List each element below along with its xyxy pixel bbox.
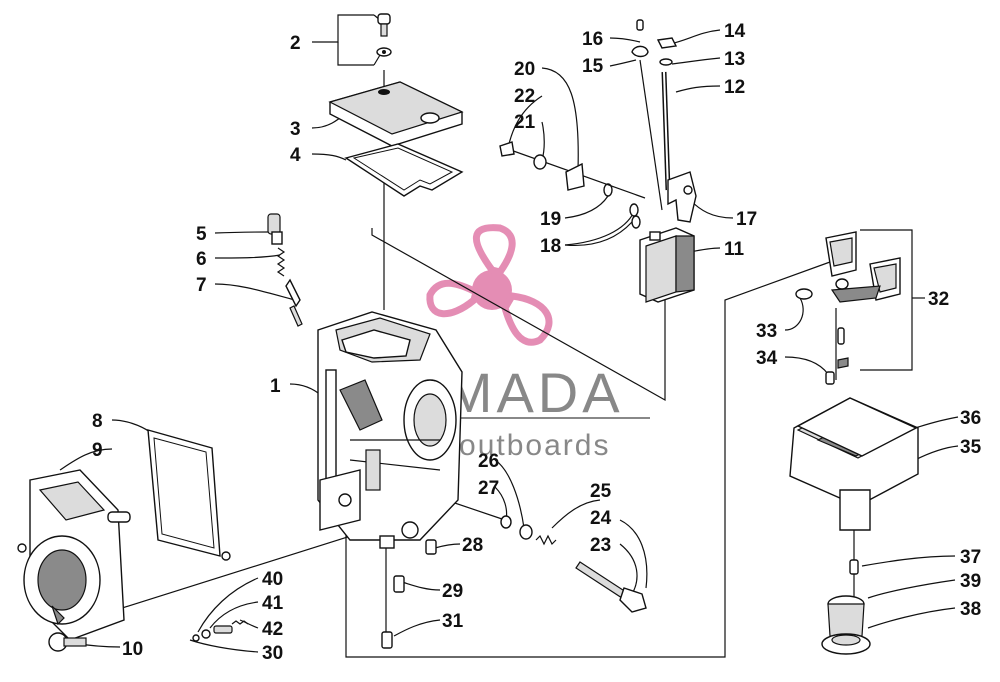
callout-label: 31 (442, 611, 464, 632)
part-23-27-jet-assembly (500, 515, 647, 613)
callout-label: 11 (724, 239, 745, 260)
callout-label: 3 (290, 119, 301, 140)
callout-label: 41 (262, 593, 284, 614)
callout-label: 2 (290, 33, 301, 54)
callout-label: 13 (724, 49, 745, 70)
part-20-21-22-shaft-lever (499, 141, 646, 199)
part-11-throttle-slide (639, 227, 695, 303)
propeller-blade-icon (501, 292, 553, 346)
callout-label: 10 (122, 639, 143, 660)
propeller-blade-icon (473, 224, 516, 276)
callout-label: 23 (590, 535, 611, 556)
callout-label: 25 (590, 481, 612, 502)
callout-label: 27 (478, 478, 499, 499)
part-17-link-bracket (667, 171, 697, 223)
callout-label: 39 (960, 571, 981, 592)
part-38-39-bowl-plug (821, 595, 871, 655)
part-18-19-bushings (603, 183, 641, 229)
callout-label: 29 (442, 581, 463, 602)
leader-lines (59, 14, 959, 658)
propeller-hub-icon (472, 270, 512, 310)
part-28-29-31-bolts (381, 539, 437, 649)
part-10-screw (48, 632, 87, 652)
callout-label: 20 (514, 59, 535, 80)
part-30-40-41-42-small-parts (192, 620, 249, 642)
part-8-gasket (147, 429, 231, 561)
part-12-jet-needle (661, 71, 671, 191)
part-32-float-assembly (825, 231, 901, 345)
callout-label: 17 (736, 209, 757, 230)
callout-label: 16 (582, 29, 603, 50)
callout-label: 19 (540, 209, 561, 230)
callout-label: 6 (196, 249, 207, 270)
part-4-gasket (344, 143, 464, 197)
callout-label: 4 (290, 145, 301, 166)
callout-label: 9 (92, 440, 103, 461)
callout-label: 26 (478, 451, 499, 472)
callout-label: 15 (582, 56, 604, 77)
callout-label: 36 (960, 408, 981, 429)
part-33-34-oring-screw (795, 288, 849, 385)
callout-label: 7 (196, 275, 207, 296)
callout-label: 33 (756, 321, 777, 342)
part-37-drain-screw (849, 559, 859, 575)
part-2-screw-washer (376, 13, 392, 57)
part-1-carburetor-body (317, 311, 463, 549)
part-15-16-link-screw (631, 19, 663, 211)
callout-label: 34 (756, 348, 778, 369)
callout-label: 37 (960, 547, 981, 568)
callout-label: 21 (514, 112, 536, 133)
callout-label: 24 (590, 508, 612, 529)
callout-label: 40 (262, 569, 283, 590)
callout-label: 12 (724, 77, 745, 98)
propeller-blade-icon (426, 279, 481, 318)
callout-labels: 1 2 3 4 5 6 7 8 9 10 11 12 13 14 15 16 1… (92, 21, 982, 664)
callout-label: 42 (262, 619, 283, 640)
part-13-14-clip-washer (656, 37, 678, 66)
callout-label: 32 (928, 289, 949, 310)
part-3-top-cover (328, 81, 464, 147)
part-9-intake-flange (17, 469, 131, 641)
callout-label: 18 (540, 236, 561, 257)
callout-label: 1 (270, 376, 281, 397)
callout-label: 35 (960, 437, 982, 458)
callout-label: 22 (514, 86, 535, 107)
callout-label: 30 (262, 643, 283, 664)
callout-label: 8 (92, 411, 103, 432)
callout-label: 14 (724, 21, 746, 42)
part-35-36-float-bowl (789, 397, 919, 531)
callout-label: 28 (462, 535, 483, 556)
part-5-6-7-pilot-screw (267, 213, 303, 327)
callout-label: 38 (960, 599, 981, 620)
callout-label: 5 (196, 224, 207, 245)
